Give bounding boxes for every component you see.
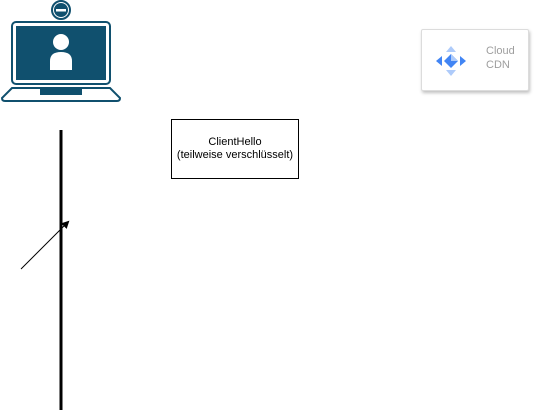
cdn-label-line1: Cloud: [486, 45, 515, 57]
message-arrow: [20, 220, 70, 270]
cdn-label-line2: CDN: [486, 59, 510, 71]
message-title: ClientHello: [208, 136, 262, 148]
client-hello-message-box: ClientHello (teilweise verschlüsselt): [171, 119, 299, 179]
cloud-cdn-card: Cloud CDN: [421, 29, 529, 91]
cloud-cdn-icon: [436, 46, 466, 76]
cloud-cdn-label: Cloud CDN: [486, 44, 515, 72]
message-subtitle: (teilweise verschlüsselt): [176, 149, 294, 161]
laptop-user-icon: [0, 0, 122, 102]
